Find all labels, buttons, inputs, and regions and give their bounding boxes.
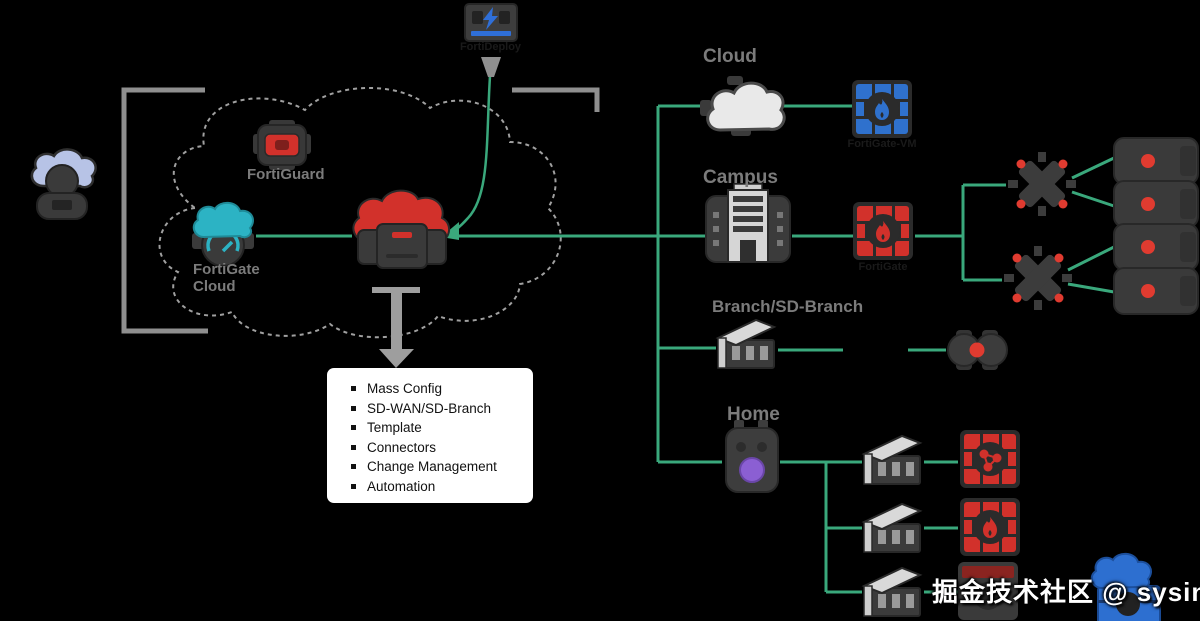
bullet-icon — [351, 483, 356, 489]
ztp-arrow — [441, 75, 492, 240]
feature-item: SD-WAN/SD-Branch — [345, 399, 523, 419]
fortigate-hidden-icon — [958, 562, 1018, 620]
green-links — [256, 104, 1115, 594]
fortigate-vm-icon — [852, 80, 912, 138]
fortiap-icon — [947, 330, 1008, 370]
row-home-label: Home — [727, 404, 780, 425]
fortigate-cloud-icon — [192, 201, 254, 267]
feature-item: Template — [345, 418, 523, 438]
feature-label: Connectors — [367, 439, 437, 455]
fortiswitch-icon — [1008, 152, 1076, 216]
watermark-cloud-icon — [1090, 552, 1161, 621]
feature-item: Connectors — [345, 438, 523, 458]
bullet-icon — [351, 425, 356, 431]
feature-item: Change Management — [345, 457, 523, 477]
row-branch-label: Branch/SD-Branch — [712, 297, 864, 316]
features-box: Mass Config SD-WAN/SD-Branch Template Co… — [327, 368, 533, 503]
watermark: 掘金技术社区 @ sysin — [932, 577, 1200, 607]
fortiswitch-icon — [1004, 246, 1072, 310]
feature-label: Automation — [367, 478, 436, 494]
ap-device-icon — [1113, 180, 1199, 228]
fortigate-vm-label: FortiGate-VM — [847, 138, 917, 150]
feature-item: Automation — [345, 477, 523, 497]
frame-brackets — [121, 87, 600, 334]
fortiguard-icon — [253, 120, 311, 170]
bullet-icon — [351, 405, 356, 411]
ap-device-icon — [1113, 137, 1199, 185]
feature-label: Mass Config — [367, 381, 443, 397]
bullet-icon — [351, 444, 356, 450]
home-building-icon — [861, 566, 923, 617]
feature-label: Template — [367, 420, 422, 436]
feature-label: Change Management — [367, 459, 497, 475]
fortimanager-cloud-icon — [352, 189, 451, 269]
ap-device-icon — [1113, 223, 1199, 271]
fortiextender-icon — [725, 420, 779, 493]
row-cloud-label: Cloud — [703, 46, 757, 67]
bullet-icon — [351, 464, 356, 470]
fortigate-flame-icon — [960, 498, 1020, 556]
fortideploy-icon — [464, 3, 518, 77]
ap-device-icon — [1113, 267, 1199, 315]
fortigate-cloud-label-line2: Cloud — [193, 278, 236, 295]
fortiguard-label: FortiGuard — [247, 166, 325, 183]
fortigate-nodes-icon — [960, 430, 1020, 488]
fortigate-cloud-label-line1: FortiGate — [193, 261, 260, 278]
fortigate-icon — [853, 202, 913, 260]
cloud-icon — [700, 76, 786, 136]
home-building-icon — [861, 434, 923, 485]
fortigate-label: FortiGate — [858, 261, 908, 273]
feature-item: Mass Config — [345, 379, 523, 399]
feature-label: SD-WAN/SD-Branch — [367, 400, 492, 416]
down-arrow — [372, 287, 420, 368]
fortideploy-label: FortiDeploy — [459, 41, 522, 53]
bullet-icon — [351, 386, 356, 392]
home-building-icon — [861, 502, 923, 553]
row-campus-label: Campus — [703, 167, 778, 188]
campus-building-icon — [705, 183, 791, 263]
admin-icon — [30, 148, 97, 220]
branch-building-icon — [715, 318, 777, 369]
